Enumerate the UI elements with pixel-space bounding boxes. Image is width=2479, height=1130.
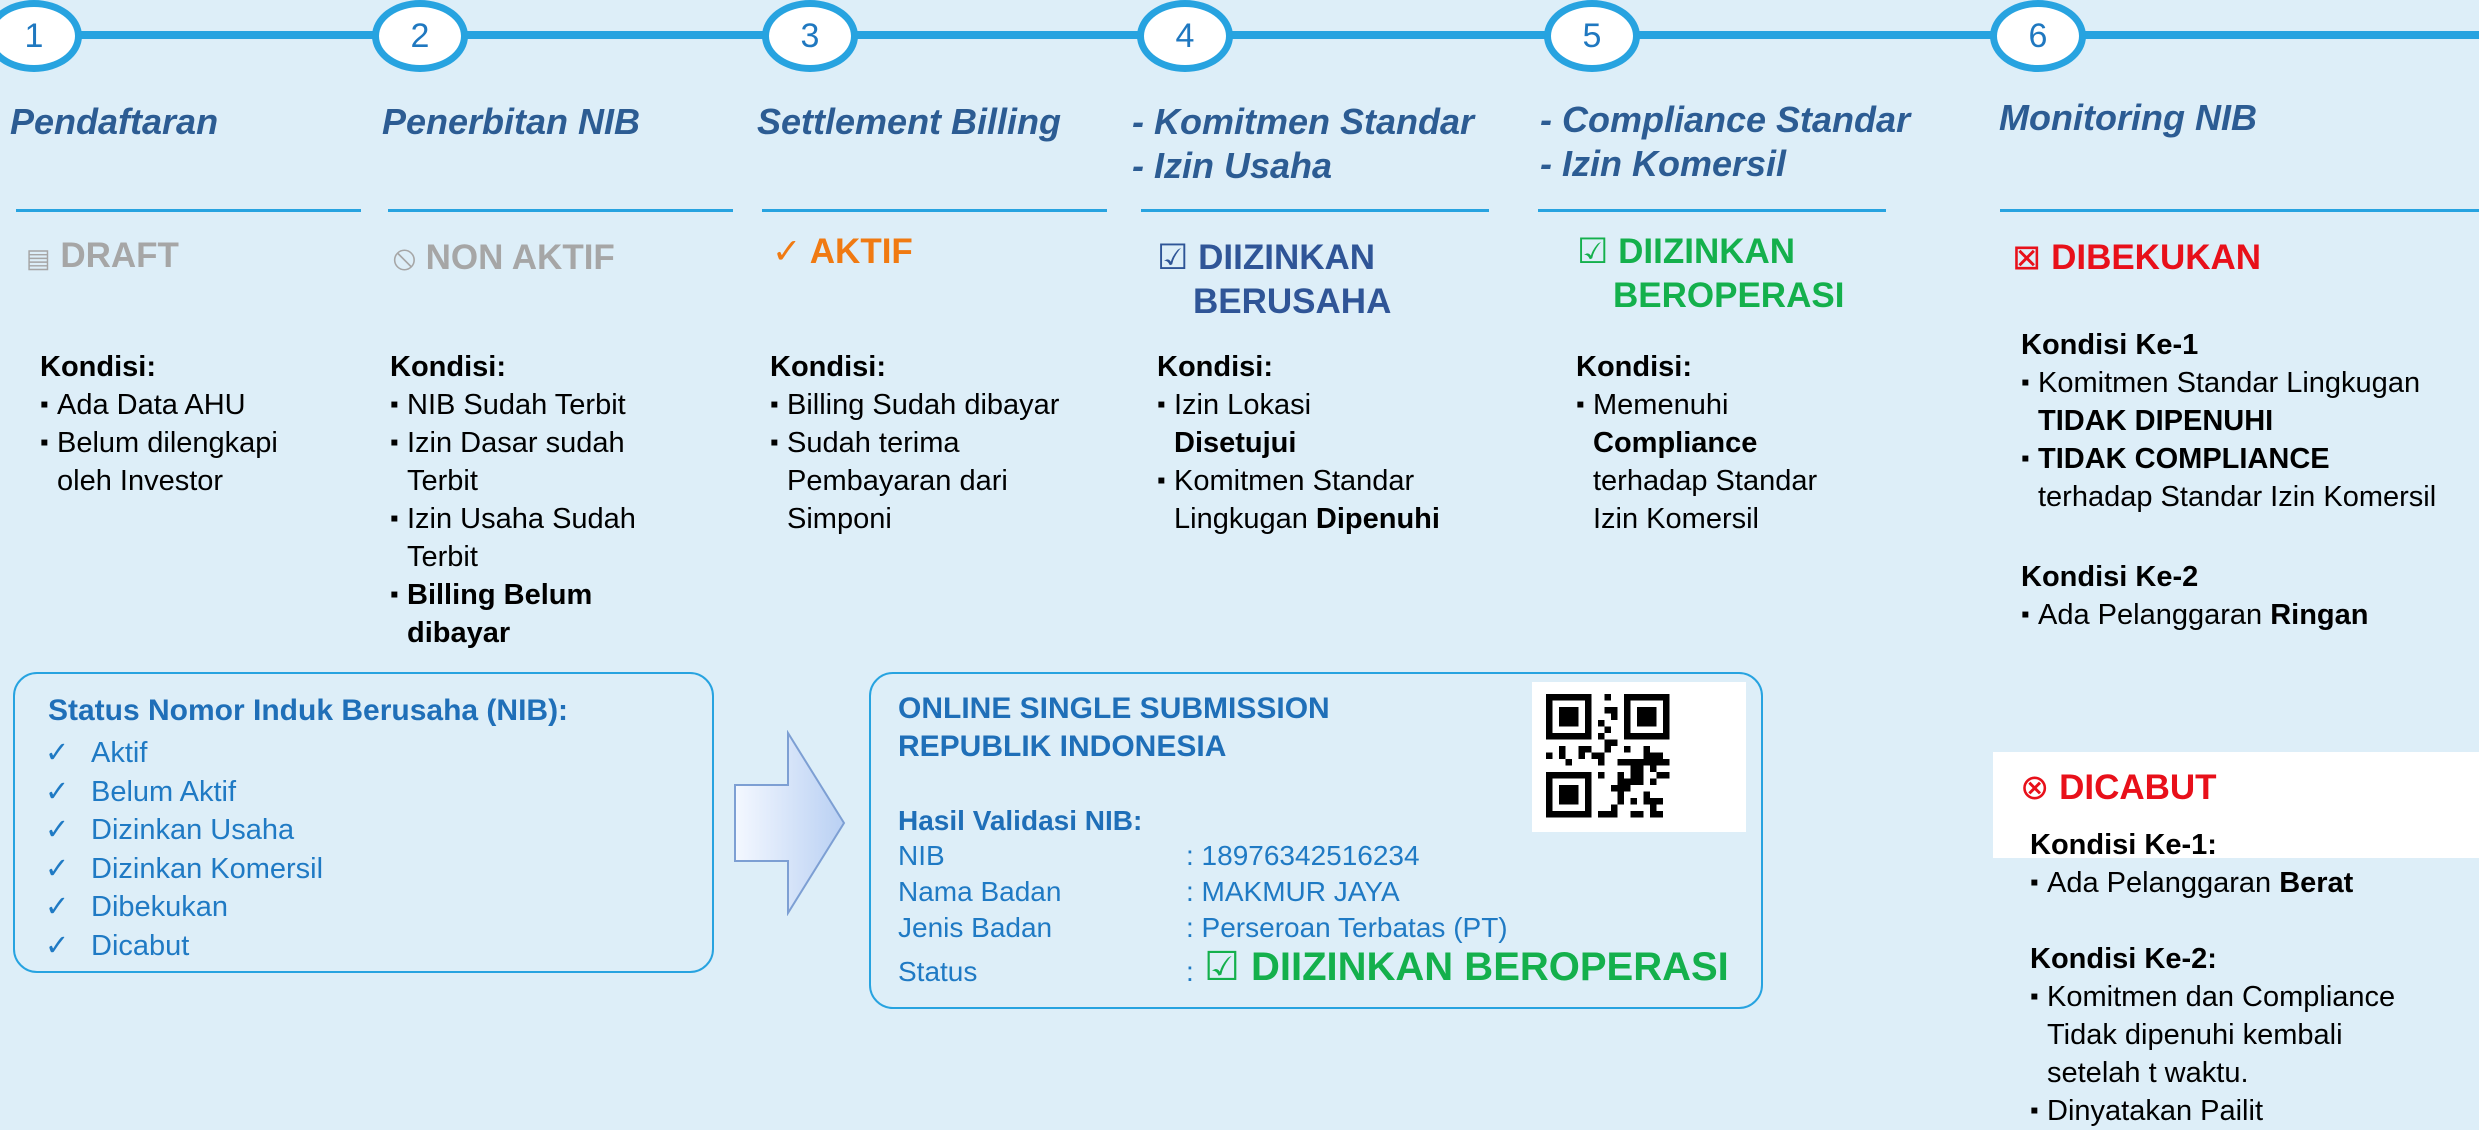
status-colon: : — [1186, 956, 1194, 987]
step-1-kondisi: Kondisi: Ada Data AHU Belum dilengkapi o… — [40, 348, 340, 500]
list-item: TIDAK COMPLIANCE terhadap Standar Izin K… — [2021, 440, 2438, 516]
right-arrow-icon — [734, 730, 846, 916]
list-item: ✓Dibekukan — [45, 888, 323, 927]
jenis-badan-value: : Perseroan Terbatas (PT) — [1186, 912, 1508, 943]
checkbox-checked-icon: ☑ — [1157, 238, 1189, 277]
checkbox-checked-icon: ☑ — [1577, 232, 1609, 271]
list-item: Billing Belum dibayar — [390, 576, 637, 652]
check-icon: ✓ — [45, 814, 70, 846]
step-3-circle: 3 — [762, 0, 858, 72]
nib-status-title: Status Nomor Induk Berusaha (NIB): — [48, 694, 569, 727]
oss-status-value: ☑ DIIZINKAN BEROPERASI — [1204, 945, 1729, 989]
validation-heading: Hasil Validasi NIB: — [898, 805, 1143, 836]
dicabut-kondisi: Kondisi Ke-1: Ada Pelanggaran Berat Kond… — [2030, 826, 2470, 1130]
list-item: ✓Dizinkan Usaha — [45, 811, 323, 850]
check-icon: ✓ — [772, 232, 802, 271]
separator — [1538, 209, 1886, 212]
check-icon: ✓ — [45, 891, 70, 923]
step-5-circle: 5 — [1544, 0, 1640, 72]
status-non-aktif: ⦸ NON AKTIF — [393, 238, 615, 277]
separator — [2000, 209, 2479, 212]
step-6-title: Monitoring NIB — [1999, 97, 2257, 138]
list-item: Komitmen dan Compliance Tidak dipenuhi k… — [2030, 978, 2427, 1092]
list-item: ✓Aktif — [45, 734, 323, 773]
check-icon: ✓ — [45, 775, 70, 808]
step-1-title: Pendaftaran — [10, 101, 219, 142]
oss-box: ONLINE SINGLE SUBMISSION REPUBLIK INDONE… — [869, 672, 1763, 1009]
status-diizinkan-berusaha: ☑ DIIZINKAN BERUSAHA — [1157, 238, 1392, 321]
dibekukan-kondisi: Kondisi Ke-1 Komitmen Standar Lingkugan … — [2021, 326, 2471, 634]
checkbox-checked-icon: ☑ — [1204, 945, 1240, 989]
oss-header: ONLINE SINGLE SUBMISSION REPUBLIK INDONE… — [898, 692, 1330, 763]
check-icon: ✓ — [45, 929, 70, 962]
list-item: Izin Dasar sudah Terbit — [390, 424, 680, 500]
list-item: Izin Usaha Sudah Terbit — [390, 500, 680, 576]
step-3-title: Settlement Billing — [757, 101, 1062, 142]
nib-label: NIB — [898, 840, 945, 871]
qr-code-icon — [1532, 682, 1746, 832]
list-item: ✓Belum Aktif — [45, 773, 323, 812]
list-item: Billing Sudah dibayar — [770, 386, 1110, 424]
prohibited-icon: ⦸ — [393, 238, 416, 277]
list-item: Memenuhi Compliance terhadap Standar Izi… — [1576, 386, 1866, 538]
list-item: Ada Pelanggaran Berat — [2030, 864, 2470, 902]
step-1-circle: 1 — [0, 0, 82, 72]
list-item: Ada Data AHU — [40, 386, 340, 424]
step-4-kondisi: Kondisi: Izin Lokasi Disetujui Komitmen … — [1157, 348, 1477, 538]
document-icon: ▤ — [26, 243, 51, 273]
status-aktif: ✓ AKTIF — [772, 232, 913, 271]
nib-value: : 18976342516234 — [1186, 840, 1420, 871]
step-4-circle: 4 — [1137, 0, 1233, 72]
list-item: ✓Dizinkan Komersil — [45, 850, 323, 889]
status-dibekukan: ⊠ DIBEKUKAN — [2012, 238, 2262, 277]
check-icon: ✓ — [45, 737, 70, 769]
list-item: Izin Lokasi Disetujui — [1157, 386, 1477, 462]
status-draft: ▤ DRAFT — [26, 236, 179, 275]
jenis-badan-label: Jenis Badan — [898, 912, 1053, 943]
separator — [16, 209, 361, 212]
separator — [762, 209, 1107, 212]
step-2-title: Penerbitan NIB — [382, 101, 641, 142]
step-5-kondisi: Kondisi: Memenuhi Compliance terhadap St… — [1576, 348, 1866, 538]
list-item: Dinyatakan Pailit — [2030, 1092, 2470, 1130]
list-item: ✓Dicabut — [45, 927, 323, 966]
list-item: Sudah terima Pembayaran dari Simponi — [770, 424, 1047, 538]
nama-badan-value: : MAKMUR JAYA — [1186, 876, 1400, 907]
step-3-kondisi: Kondisi: Billing Sudah dibayar Sudah ter… — [770, 348, 1110, 538]
nib-status-box: Status Nomor Induk Berusaha (NIB): ✓Akti… — [13, 672, 714, 973]
x-box-icon: ⊠ — [2012, 238, 2042, 277]
nama-badan-label: Nama Badan — [898, 876, 1062, 907]
step-4-title: - Komitmen Standar- Izin Usaha — [1132, 101, 1475, 186]
separator — [1141, 209, 1489, 212]
status-dicabut: ⊗ DICABUT — [2020, 768, 2217, 807]
check-icon: ✓ — [45, 852, 70, 885]
list-item: Ada Pelanggaran Ringan — [2021, 596, 2471, 634]
step-6-circle: 6 — [1990, 0, 2086, 72]
nib-status-list: ✓Aktif ✓Belum Aktif ✓Dizinkan Usaha ✓Diz… — [45, 734, 323, 965]
status-label: Status — [898, 956, 978, 987]
list-item: Belum dilengkapi oleh Investor — [40, 424, 340, 500]
step-2-kondisi: Kondisi: NIB Sudah Terbit Izin Dasar sud… — [390, 348, 680, 652]
step-5-title: - Compliance Standar- Izin Komersil — [1540, 99, 1911, 184]
list-item: NIB Sudah Terbit — [390, 386, 680, 424]
separator — [388, 209, 733, 212]
x-circle-icon: ⊗ — [2020, 768, 2050, 807]
timeline-line — [0, 31, 2479, 39]
list-item: Komitmen Standar Lingkugan Dipenuhi — [1157, 462, 1464, 538]
list-item: Komitmen Standar Lingkugan TIDAK DIPENUH… — [2021, 364, 2471, 440]
step-2-circle: 2 — [372, 0, 468, 72]
status-diizinkan-beroperasi: ☑ DIIZINKAN BEROPERASI — [1577, 232, 1845, 315]
dicabut-header-panel — [1993, 752, 2479, 858]
